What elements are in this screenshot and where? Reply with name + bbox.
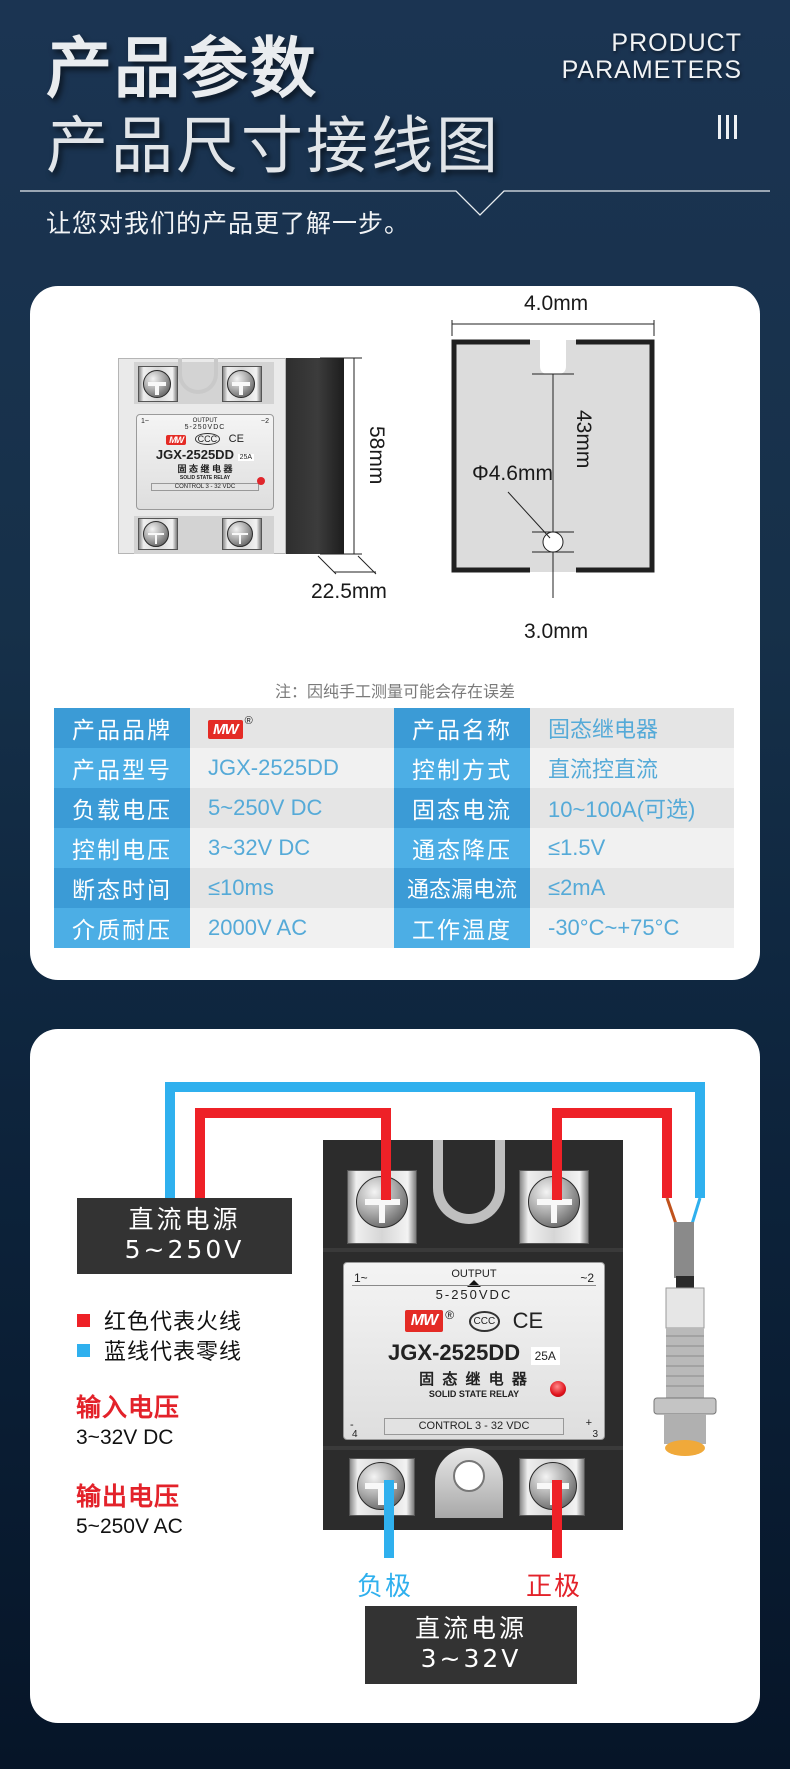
hole-diameter-label: Φ4.6mm: [472, 462, 553, 485]
proximity-sensor: [653, 1197, 717, 1456]
spec-value: 3~32V DC: [190, 828, 394, 868]
top-width-label: 4.0mm: [524, 292, 589, 315]
control-power-supply-box: 直流电源 3~32V: [365, 1606, 577, 1684]
screw-icon: [143, 370, 171, 398]
negative-wire: [384, 1480, 394, 1558]
positive-wire: [552, 1480, 562, 1558]
relay-body: 1~ ~2 OUTPUT 5-250VDC MW® CCC CE JGX-252…: [323, 1140, 623, 1530]
spec-key: 控制电压: [54, 828, 190, 868]
height-dimension-label: 58mm: [365, 426, 388, 485]
screw-icon: [227, 370, 255, 398]
load-power-supply-box: 直流电源 5~250V: [77, 1198, 292, 1274]
ce-mark-icon: CE: [512, 1308, 544, 1333]
neutral-wire: [165, 1082, 705, 1092]
blue-square-icon: [77, 1343, 90, 1357]
tagline: 让您对我们的产品更了解一步。: [46, 209, 411, 238]
spec-value: ≤1.5V: [530, 828, 734, 868]
legend-item-neutral: 蓝线代表零线: [77, 1335, 242, 1365]
mounting-drawing: [451, 320, 655, 598]
relay-photo: 1~ ~2 OUTPUT 5-250VDC MW CCC CE JGX-2525…: [118, 356, 348, 556]
spec-key: 固态电流: [394, 788, 530, 828]
red-square-icon: [77, 1313, 90, 1327]
screw-icon: [143, 521, 169, 547]
positive-pole-label: 正极: [526, 1572, 583, 1602]
spec-value: 2000V AC: [190, 908, 394, 948]
table-row: 产品型号 JGX-2525DD 控制方式 直流控直流: [54, 748, 734, 788]
ccc-mark-icon: CCC: [468, 1310, 501, 1332]
output-arrow-icon: [467, 1280, 481, 1287]
live-wire: [552, 1108, 562, 1200]
spec-value-brand: MW®: [190, 708, 394, 748]
height-dimension-line: [317, 357, 377, 575]
neutral-wire: [695, 1082, 705, 1198]
relay-label-small: 1~ ~2 OUTPUT 5-250VDC MW CCC CE JGX-2525…: [136, 414, 274, 510]
spec-value: 5~250V DC: [190, 788, 394, 828]
spec-value: 直流控直流: [530, 748, 734, 788]
spec-key: 工作温度: [394, 908, 530, 948]
spec-key: 通态漏电流: [394, 868, 530, 908]
page-subtitle-heading: 产品尺寸接线图: [46, 109, 502, 182]
spec-value: -30°C~+75°C: [530, 908, 734, 948]
dimensions-card: 1~ ~2 OUTPUT 5-250VDC MW CCC CE JGX-2525…: [30, 286, 760, 980]
input-voltage-value: 3~32V DC: [76, 1426, 174, 1449]
spec-key: 控制方式: [394, 748, 530, 788]
spec-table: 产品品牌 MW® 产品名称 固态继电器 产品型号 JGX-2525DD 控制方式…: [54, 708, 734, 948]
neutral-wire: [165, 1082, 175, 1198]
measurement-note: 注：因纯手工测量可能会存在误差: [274, 682, 515, 701]
page-title: 产品参数: [46, 30, 318, 107]
live-wire: [552, 1108, 672, 1118]
spec-key: 断态时间: [54, 868, 190, 908]
english-title-line1: PRODUCT: [611, 29, 742, 57]
brand-logo: MW: [404, 1310, 444, 1332]
live-wire: [195, 1108, 205, 1198]
table-row: 负载电压 5~250V DC 固态电流 10~100A(可选): [54, 788, 734, 828]
hole-spacing-label: 43mm: [572, 410, 595, 469]
spec-value: ≤2mA: [530, 868, 734, 908]
input-voltage-title: 输入电压: [76, 1393, 181, 1422]
triple-bar-icon: [718, 115, 740, 139]
spec-key: 产品型号: [54, 748, 190, 788]
model-number: JGX-2525DD: [388, 1340, 521, 1365]
led-indicator: [550, 1381, 566, 1397]
legend-item-live: 红色代表火线: [77, 1305, 242, 1335]
spec-key: 负载电压: [54, 788, 190, 828]
english-title: PRODUCT PARAMETERS: [482, 30, 742, 84]
header-divider: [20, 190, 770, 216]
spec-key: 介质耐压: [54, 908, 190, 948]
spec-value: 固态继电器: [530, 708, 734, 748]
english-title-line2: PARAMETERS: [561, 56, 742, 84]
bottom-width-label: 3.0mm: [524, 620, 589, 643]
spec-key: 通态降压: [394, 828, 530, 868]
screw-icon: [227, 521, 253, 547]
output-voltage-value: 5~250V AC: [76, 1515, 183, 1538]
spec-value: JGX-2525DD: [190, 748, 394, 788]
live-wire: [662, 1108, 672, 1198]
live-wire: [195, 1108, 391, 1118]
led-indicator: [257, 477, 265, 485]
spec-key: 产品品牌: [54, 708, 190, 748]
relay-label: 1~ ~2 OUTPUT 5-250VDC MW® CCC CE JGX-252…: [343, 1262, 605, 1440]
table-row: 断态时间 ≤10ms 通态漏电流 ≤2mA: [54, 868, 734, 908]
screw-icon: [528, 1176, 580, 1228]
negative-pole-label: 负极: [357, 1572, 414, 1602]
spec-key: 产品名称: [394, 708, 530, 748]
table-row: 产品品牌 MW® 产品名称 固态继电器: [54, 708, 734, 748]
current-rating: 25A: [530, 1346, 560, 1365]
spec-value: ≤10ms: [190, 868, 394, 908]
wire-legend: 红色代表火线 蓝线代表零线: [77, 1305, 242, 1365]
depth-dimension-label: 22.5mm: [311, 580, 387, 603]
brand-logo: MW: [208, 719, 243, 739]
live-wire: [381, 1108, 391, 1200]
spec-value: 10~100A(可选): [530, 788, 734, 828]
table-row: 介质耐压 2000V AC 工作温度 -30°C~+75°C: [54, 908, 734, 948]
output-voltage-title: 输出电压: [76, 1482, 181, 1511]
table-row: 控制电压 3~32V DC 通态降压 ≤1.5V: [54, 828, 734, 868]
screw-icon: [357, 1462, 405, 1510]
